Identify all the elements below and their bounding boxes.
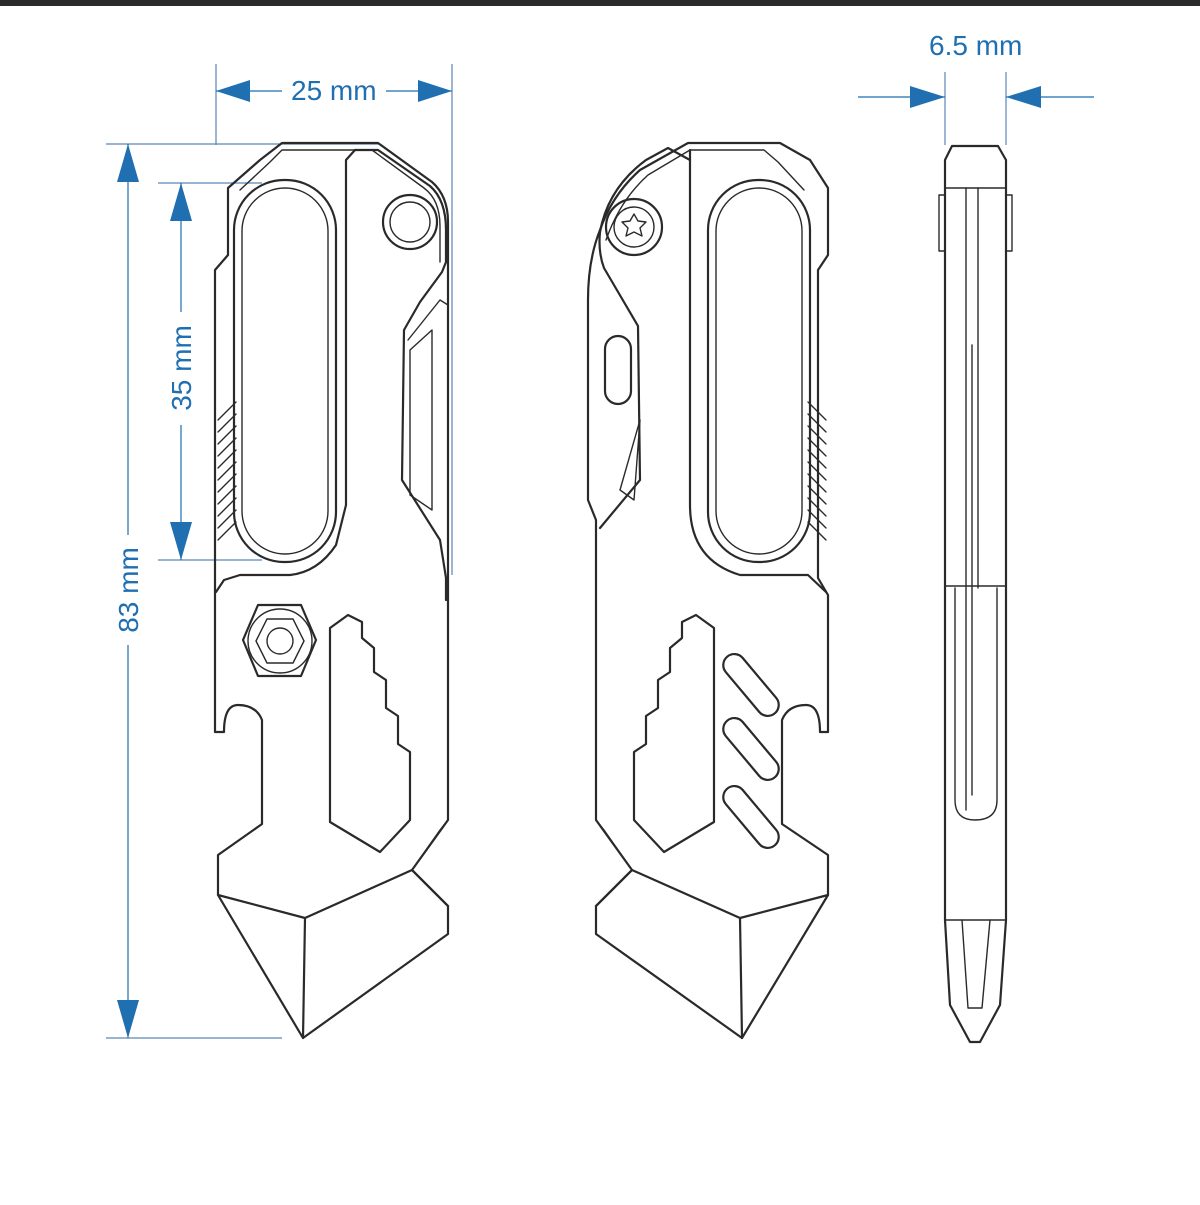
back-grip-lines bbox=[807, 401, 827, 541]
back-handle-slot-inner bbox=[715, 187, 803, 555]
slot-arrow-bottom bbox=[170, 522, 192, 560]
width-dimension-label: 25 mm bbox=[287, 77, 381, 105]
back-view bbox=[586, 141, 830, 1040]
width-arrow-left bbox=[216, 80, 250, 102]
back-inner-bevel bbox=[605, 149, 805, 241]
side-outer-outline bbox=[943, 144, 1008, 1044]
front-pivot-pin-inner bbox=[389, 201, 431, 243]
thickness-arrow-left bbox=[910, 86, 945, 108]
height-arrow-bottom bbox=[117, 1000, 139, 1038]
back-blade-hook bbox=[619, 419, 641, 501]
thickness-dimension-label: 6.5 mm bbox=[925, 32, 1027, 60]
width-arrow-right bbox=[418, 80, 452, 102]
top-border-bar bbox=[0, 0, 1200, 6]
back-wrench-cutout bbox=[632, 613, 716, 854]
front-pivot-pin bbox=[381, 193, 439, 251]
height-dimension-label: 83 mm bbox=[113, 543, 144, 637]
front-outer-outline bbox=[213, 141, 450, 1040]
front-handle-slot-inner bbox=[241, 187, 329, 555]
front-tip-facets bbox=[216, 868, 450, 1040]
side-clip-right bbox=[1005, 194, 1013, 252]
back-small-window bbox=[603, 334, 633, 406]
front-handle-slot bbox=[232, 178, 338, 564]
front-lever-body bbox=[214, 148, 357, 594]
front-wrench-cutout bbox=[328, 613, 412, 854]
back-handle-slot bbox=[706, 178, 812, 564]
back-clip-lever bbox=[688, 148, 828, 594]
back-diagonal-slot-2 bbox=[722, 716, 780, 782]
back-diagonal-slot-1 bbox=[722, 652, 780, 718]
back-tip-facets bbox=[594, 868, 830, 1040]
back-lever-edge bbox=[598, 146, 692, 530]
front-blade-groove bbox=[409, 329, 433, 511]
side-clip-left bbox=[938, 194, 946, 252]
front-grip-lines bbox=[217, 401, 237, 541]
back-torx-screw bbox=[604, 197, 664, 257]
front-hex-nut bbox=[241, 603, 318, 678]
back-torx-socket bbox=[621, 213, 647, 237]
front-view bbox=[213, 141, 450, 1040]
thickness-arrow-right bbox=[1006, 86, 1041, 108]
front-tip-facet-inner bbox=[411, 819, 449, 871]
side-clip-slot bbox=[954, 587, 998, 821]
front-clip-lever bbox=[353, 148, 448, 602]
front-blade-face bbox=[407, 299, 449, 341]
front-hex-nut-inner bbox=[255, 618, 305, 664]
side-tip-edge bbox=[961, 919, 991, 1009]
front-inner-bevel bbox=[239, 149, 441, 263]
side-view bbox=[938, 144, 1013, 1044]
front-hex-nut-ring bbox=[247, 608, 313, 674]
back-tip-facet-inner bbox=[595, 819, 633, 871]
slot-dimension-label: 35 mm bbox=[166, 321, 197, 415]
height-arrow-top bbox=[117, 144, 139, 182]
back-diagonal-slot-3 bbox=[722, 784, 780, 850]
back-torx-screw-inner bbox=[613, 206, 655, 248]
front-hex-nut-hole bbox=[266, 627, 294, 655]
slot-arrow-top bbox=[170, 183, 192, 221]
dimension-lines bbox=[106, 64, 1094, 1039]
